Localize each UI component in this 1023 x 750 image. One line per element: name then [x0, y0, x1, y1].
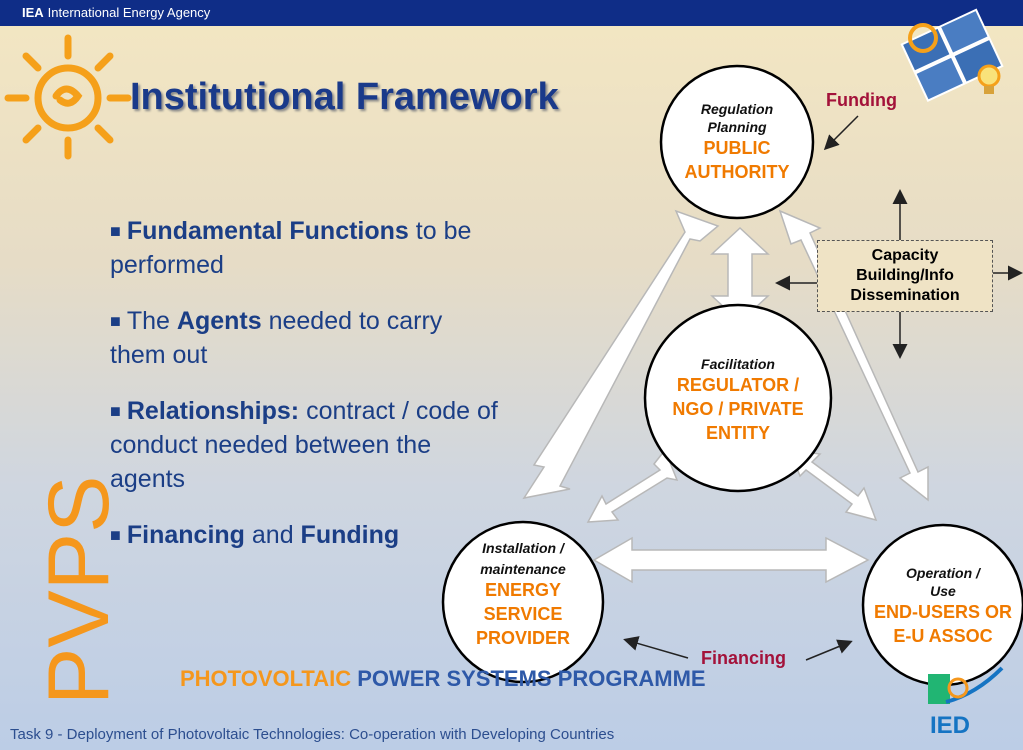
org-abbr: IEA: [22, 5, 44, 20]
double-arrow-esp-endusers: [592, 536, 870, 584]
bullet-square-icon: ■: [110, 221, 121, 241]
pvps-logo-text: PVPS: [31, 476, 127, 705]
node-public-authority: Regulation Planning PUBLIC AUTHORITY: [684, 101, 790, 182]
bullet-list: ■Fundamental Functions to be performed ■…: [110, 214, 500, 574]
node-public-authority-circle: [659, 64, 815, 220]
double-arrow-regulator-esp: [586, 448, 679, 523]
programme-name: PHOTOVOLTAIC POWER SYSTEMS PROGRAMME: [180, 666, 706, 691]
financing-arrow-left: [623, 636, 689, 659]
bullet-square-icon: ■: [110, 311, 121, 331]
node-regulator: Facilitation REGULATOR / NGO / PRIVATE E…: [672, 356, 804, 443]
bullet-square-icon: ■: [110, 525, 121, 545]
financing-arrow-right: [805, 639, 853, 661]
bullet-item: ■Fundamental Functions to be performed: [110, 217, 472, 279]
double-arrow-authority-endusers: [778, 209, 929, 502]
ied-emblem-icon: [928, 666, 1004, 704]
node-esp: Installation / maintenance ENERGY SERVIC…: [475, 540, 571, 648]
org-name: International Energy Agency: [47, 5, 211, 20]
ied-logo: IED: [930, 712, 971, 739]
bullet-item: ■Relationships: contract / code of condu…: [110, 397, 498, 493]
bullet-item: ■The Agents needed to carry them out: [110, 307, 443, 369]
bullet-item: ■Financing and Funding: [110, 521, 400, 549]
funding-label: Funding: [826, 90, 897, 110]
node-end-users: Operation / Use END-USERS OR E-U ASSOC: [873, 565, 1012, 646]
double-arrow-regulator-endusers: [788, 449, 878, 522]
bullet-square-icon: ■: [110, 401, 121, 421]
financing-label: Financing: [701, 648, 786, 668]
footer-text: Task 9 - Deployment of Photovoltaic Tech…: [10, 726, 615, 743]
sun-logo-icon: [4, 34, 132, 160]
pv-panel-logo-icon: [900, 8, 1004, 102]
node-esp-circle: [441, 520, 605, 684]
double-arrow-esp-authority: [522, 209, 720, 500]
pvps-logotype: PVPS: [31, 476, 127, 705]
capacity-box: Capacity Building/Info Dissemination: [817, 240, 993, 312]
slide-title: Institutional Framework: [130, 76, 559, 118]
funding-arrow: [823, 115, 859, 151]
node-regulator-circle: [643, 303, 833, 493]
